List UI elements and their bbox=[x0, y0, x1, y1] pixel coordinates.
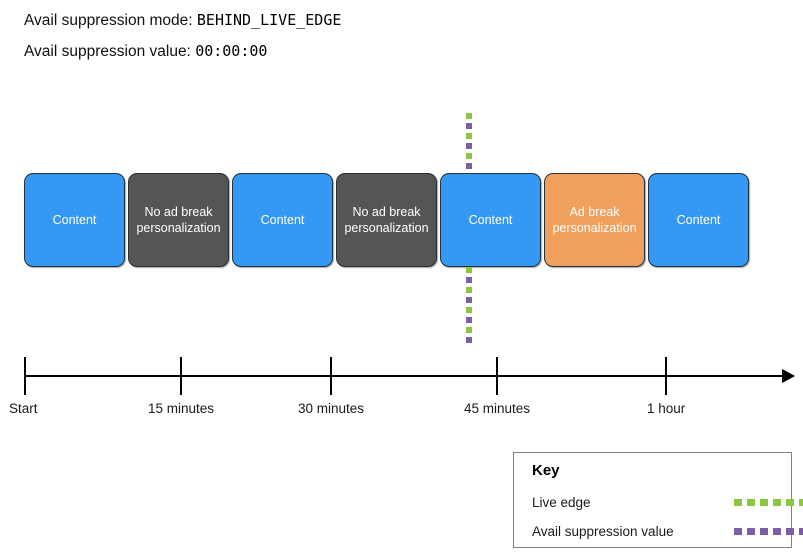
avail-suppression-dash bbox=[466, 163, 472, 169]
avail-suppression-dash bbox=[466, 317, 472, 323]
axis-tick-label-2: 30 minutes bbox=[298, 401, 365, 416]
axis-arrow-icon bbox=[782, 369, 795, 383]
timeline-block-content-3: Content bbox=[440, 173, 541, 267]
axis-line bbox=[25, 375, 790, 377]
key-dash bbox=[747, 528, 755, 535]
axis-tick-0 bbox=[24, 357, 26, 395]
key-dash bbox=[734, 499, 742, 506]
key-legend-box: Key Live edge Avail suppression value bbox=[513, 452, 803, 548]
key-dash bbox=[760, 528, 768, 535]
timeline-block-no-ad-break-1: No ad break personalization bbox=[128, 173, 229, 267]
key-item-avail-suppression-value-dash-swatch bbox=[734, 528, 803, 535]
key-dash bbox=[799, 528, 803, 535]
avail-suppression-mode-line: Avail suppression mode: BEHIND_LIVE_EDGE bbox=[24, 10, 341, 31]
key-dash bbox=[747, 499, 755, 506]
axis-tick-1 bbox=[180, 357, 182, 395]
live-edge-dash bbox=[466, 133, 472, 139]
key-dash bbox=[760, 499, 768, 506]
key-dash bbox=[799, 499, 803, 506]
axis-tick-label-4: 1 hour bbox=[647, 401, 686, 416]
avail-suppression-dash bbox=[466, 123, 472, 129]
timeline-blocks: Content No ad break personalization Cont… bbox=[24, 173, 749, 267]
timeline-axis: Start 15 minutes 30 minutes 45 minutes 1 hou… bbox=[0, 345, 803, 416]
live-edge-dash bbox=[466, 267, 472, 273]
live-edge-dash bbox=[466, 287, 472, 293]
axis-tick-label-3: 45 minutes bbox=[464, 401, 531, 416]
avail-suppression-value-value: 00:00:00 bbox=[195, 42, 268, 60]
timeline-block-no-ad-break-2: No ad break personalization bbox=[336, 173, 437, 267]
avail-suppression-dash bbox=[466, 297, 472, 303]
avail-suppression-mode-value: BEHIND_LIVE_EDGE bbox=[196, 11, 342, 29]
live-edge-dash bbox=[466, 113, 472, 119]
key-dash bbox=[773, 499, 781, 506]
live-edge-dash bbox=[466, 327, 472, 333]
axis-tick-2 bbox=[330, 357, 332, 395]
key-title: Key bbox=[532, 462, 560, 479]
key-dash bbox=[786, 528, 794, 535]
axis-tick-label-0: Start bbox=[9, 401, 38, 416]
avail-suppression-mode-label: Avail suppression mode: bbox=[24, 12, 193, 29]
live-edge-dash bbox=[466, 153, 472, 159]
live-edge-marker-line-upper bbox=[466, 113, 472, 173]
key-dash bbox=[786, 499, 794, 506]
key-item-live-edge-label: Live edge bbox=[532, 495, 591, 510]
timeline-block-content-4: Content bbox=[648, 173, 749, 267]
timeline-block-content-1: Content bbox=[24, 173, 125, 267]
key-dash bbox=[734, 528, 742, 535]
axis-tick-label-1: 15 minutes bbox=[148, 401, 215, 416]
key-item-avail-suppression-value-label: Avail suppression value bbox=[532, 524, 674, 539]
live-edge-dash bbox=[466, 307, 472, 313]
key-item-live-edge-dash-swatch bbox=[734, 499, 803, 506]
timeline-block-ad-break-personalization: Ad break personalization bbox=[544, 173, 645, 267]
avail-suppression-value-label: Avail suppression value: bbox=[24, 43, 191, 60]
avail-suppression-dash bbox=[466, 143, 472, 149]
key-dash bbox=[773, 528, 781, 535]
axis-tick-3 bbox=[496, 357, 498, 395]
live-edge-marker-line-lower bbox=[466, 267, 472, 345]
avail-suppression-value-line: Avail suppression value: 00:00:00 bbox=[24, 41, 267, 62]
axis-tick-4 bbox=[665, 357, 667, 395]
timeline-block-content-2: Content bbox=[232, 173, 333, 267]
avail-suppression-dash bbox=[466, 337, 472, 343]
key-item-live-edge: Live edge bbox=[532, 493, 803, 513]
avail-suppression-dash bbox=[466, 277, 472, 283]
key-item-avail-suppression-value: Avail suppression value bbox=[532, 522, 803, 542]
